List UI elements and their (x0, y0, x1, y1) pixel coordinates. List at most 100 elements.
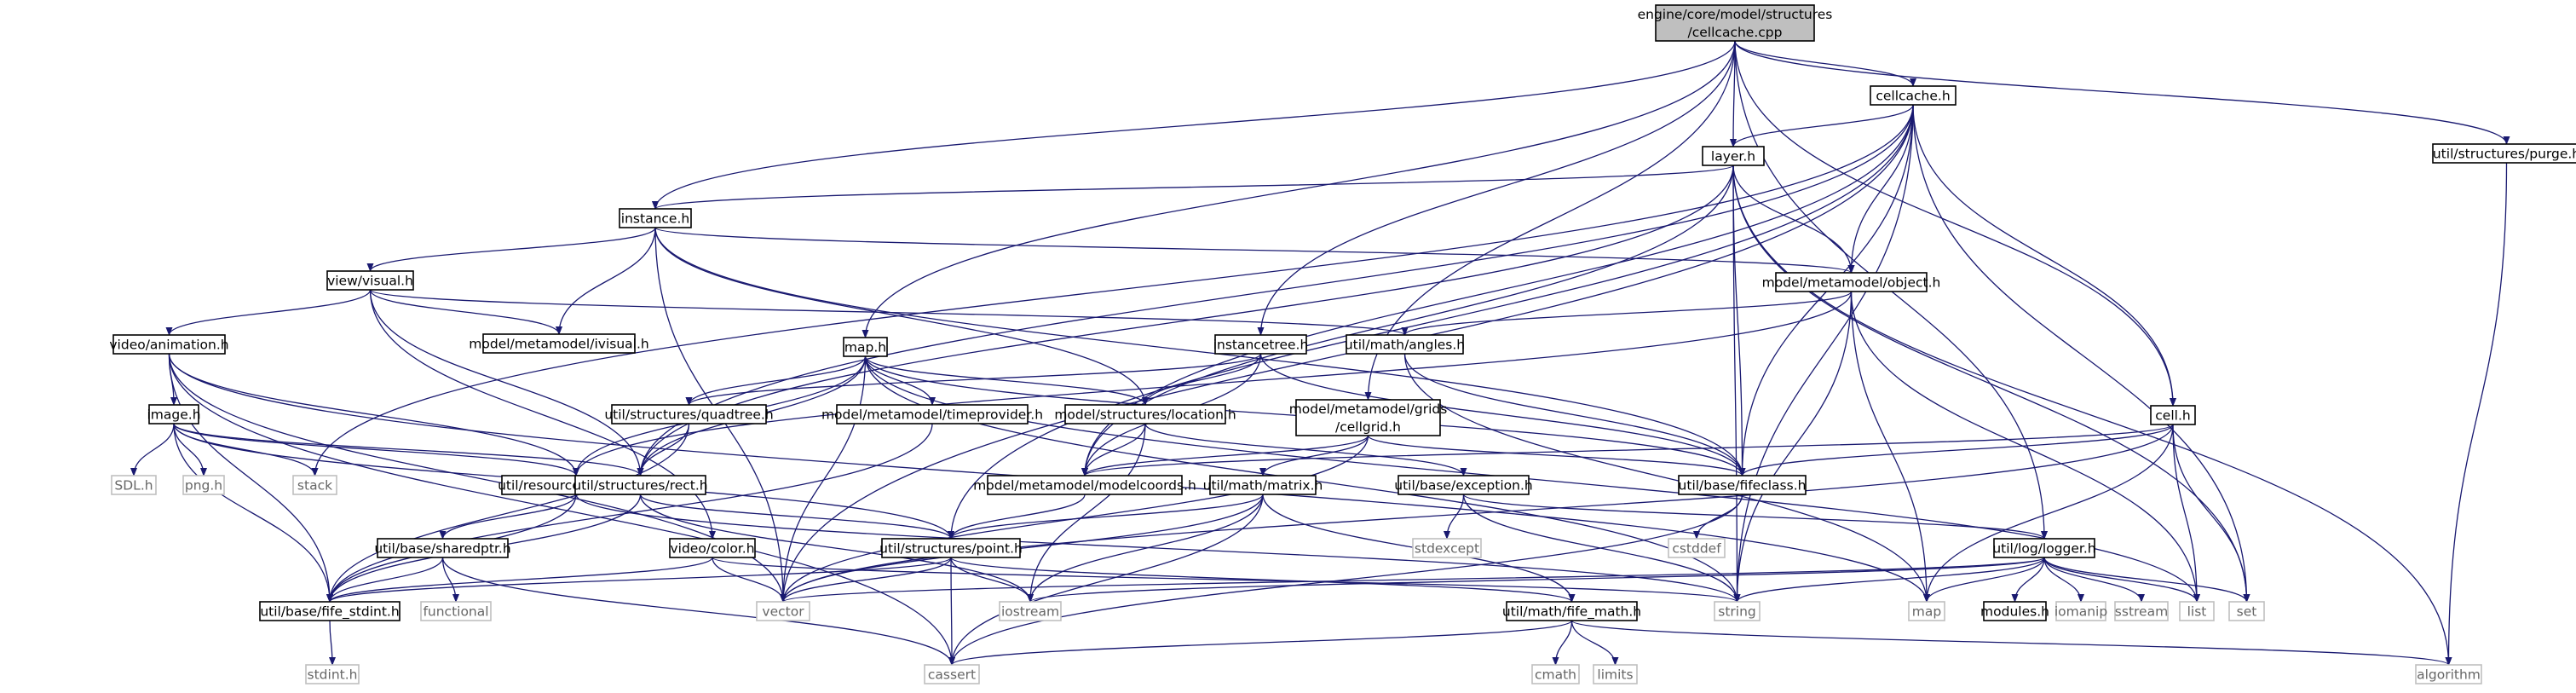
node-modelcoords_h[interactable]: model/metamodel/modelcoords.h (973, 475, 1196, 495)
edge-exception_h-to-stdexcept (1444, 494, 1465, 540)
edge-cellgrid_h-to-matrix_h (1259, 435, 1369, 476)
node-vector: vector (756, 601, 810, 621)
node-fife_math_h[interactable]: util/math/fife_math.h (1502, 601, 1641, 621)
edge-cellcache_h-to-stack (311, 104, 1914, 476)
node-quadtree_h[interactable]: util/structures/quadtree.h (604, 404, 774, 424)
node-box (1346, 334, 1464, 355)
edge-image_h-to-fife_stdint_h (173, 423, 333, 603)
node-box (1655, 4, 1815, 42)
node-label: map.h (844, 340, 886, 355)
node-cell_h[interactable]: cell.h (2150, 405, 2196, 425)
node-box (836, 404, 1029, 424)
node-object_h[interactable]: model/metamodel/object.h (1762, 272, 1941, 292)
node-box (1506, 601, 1638, 621)
node-location_h[interactable]: model/structures/location.h (1054, 404, 1236, 424)
node-box (1295, 399, 1441, 436)
node-box (1702, 146, 1765, 166)
node-label: cassert (928, 667, 976, 683)
node-instance_h[interactable]: instance.h (619, 208, 692, 228)
node-map_h[interactable]: map.h (843, 337, 888, 357)
edge-point_h-to-fife_math_h (950, 557, 1576, 603)
node-label: png.h (185, 478, 222, 494)
node-color_h[interactable]: video/color.h (669, 538, 756, 558)
node-box (756, 601, 810, 621)
node-exception_h[interactable]: util/base/exception.h (1394, 475, 1533, 495)
node-layer_h[interactable]: layer.h (1702, 146, 1765, 166)
edge-fife_math_h-to-algorithm (1570, 620, 2452, 666)
node-cstddef: cstddef (1668, 538, 1726, 558)
edge-fife_math_h-to-cassert (948, 620, 1573, 666)
edge-quadtree_h-to-rect_h (637, 423, 690, 476)
node-label: model/metamodel/ivisual.h (469, 337, 648, 352)
node-cellcache_cpp[interactable]: engine/core/model/structures/cellcache.c… (1638, 4, 1833, 42)
edge-cellgrid_h-to-modelcoords_h (1081, 435, 1369, 476)
node-visual_h[interactable]: view/visual.h (326, 270, 414, 291)
node-box (2228, 601, 2265, 621)
node-label: instancetree.h (1213, 338, 1309, 353)
node-png_h: png.h (182, 475, 225, 495)
node-limits: limits (1593, 664, 1638, 684)
node-set: set (2228, 601, 2265, 621)
edge-object_h-to-angles_h (1401, 291, 1853, 336)
node-string: string (1714, 601, 1761, 621)
edge-animation_h-to-resource_h (168, 353, 579, 476)
edge-exception_h-to-logger_h (1462, 494, 2048, 540)
node-label: /cellgrid.h (1335, 419, 1401, 435)
node-iostream: iostream (999, 601, 1062, 621)
node-modules_h[interactable]: modules.h (1980, 601, 2049, 621)
node-fifeclass_h[interactable]: util/base/fifeclass.h (1678, 475, 1807, 495)
node-box (1412, 538, 1482, 558)
node-fife_stdint_h[interactable]: util/base/fife_stdint.h (259, 601, 401, 621)
node-label: algorithm (2417, 667, 2481, 683)
node-point_h[interactable]: util/structures/point.h (879, 538, 1023, 558)
node-label: cell.h (2155, 408, 2190, 424)
node-rect_h[interactable]: util/structures/rect.h (573, 475, 708, 495)
edge-animation_h-to-cassert (168, 353, 955, 666)
node-list: list (2179, 601, 2215, 621)
node-label: modules.h (1980, 604, 2049, 620)
edge-location_h-to-iostream (1027, 423, 1146, 603)
node-label: vector (762, 604, 804, 620)
node-label: util/structures/purge.h (2433, 147, 2576, 162)
node-ivisual_h[interactable]: model/metamodel/ivisual.h (469, 333, 649, 354)
edge-fifeclass_h-to-cassert (948, 494, 1743, 666)
edge-cell_h-to-set (2172, 424, 2250, 603)
node-cellcache_h[interactable]: cellcache.h (1870, 85, 1956, 106)
node-purge_h[interactable]: util/structures/purge.h (2432, 143, 2576, 164)
node-instancetree_h[interactable]: instancetree.h (1213, 334, 1309, 355)
node-label: SDL.h (114, 478, 153, 494)
edge-layer_h-to-object_h (1732, 165, 1855, 274)
edge-fifeclass_h-to-cstddef (1693, 494, 1743, 540)
edge-object_h-to-resource_h (573, 291, 1853, 476)
nodes-layer: engine/core/model/structures/cellcache.c… (109, 4, 2576, 684)
node-label: util/math/angles.h (1345, 338, 1465, 353)
edge-logger_h-to-iostream (1027, 557, 2045, 603)
node-box (2415, 664, 2482, 684)
edge-resource_h-to-sharedptr_h (439, 494, 577, 540)
node-angles_h[interactable]: util/math/angles.h (1345, 334, 1465, 355)
edge-cellcache_h-to-layer_h (1730, 104, 1914, 147)
node-image_h[interactable]: image.h (147, 404, 201, 424)
node-functional: functional (420, 601, 492, 621)
node-animation_h[interactable]: video/animation.h (109, 334, 229, 355)
edge-matrix_h-to-iostream (1027, 494, 1264, 603)
node-cassert: cassert (924, 664, 980, 684)
node-cmath: cmath (1531, 664, 1580, 684)
node-timeprovider_h[interactable]: model/metamodel/timeprovider.h (821, 404, 1043, 424)
edge-image_h-to-rect_h (173, 423, 644, 476)
node-box (1993, 538, 2095, 558)
edge-visual_h-to-animation_h (165, 289, 372, 336)
edge-image_h-to-stack (173, 423, 319, 476)
node-cellgrid_h[interactable]: model/metamodel/grids/cellgrid.h (1289, 399, 1448, 436)
node-label: util/math/fife_math.h (1502, 604, 1641, 621)
node-label: string (1718, 604, 1756, 620)
edge-map_h-to-quadtree_h (685, 355, 867, 406)
node-box (999, 601, 1062, 621)
node-box (1775, 272, 1928, 292)
node-label: util/structures/quadtree.h (604, 407, 773, 423)
node-matrix_h[interactable]: util/math/matrix.h (1203, 475, 1323, 495)
node-box (1668, 538, 1726, 558)
edge-point_h-to-fife_stdint_h (326, 557, 952, 603)
node-sharedptr_h[interactable]: util/base/sharedptr.h (374, 538, 511, 558)
node-logger_h[interactable]: util/log/logger.h (1992, 538, 2096, 558)
